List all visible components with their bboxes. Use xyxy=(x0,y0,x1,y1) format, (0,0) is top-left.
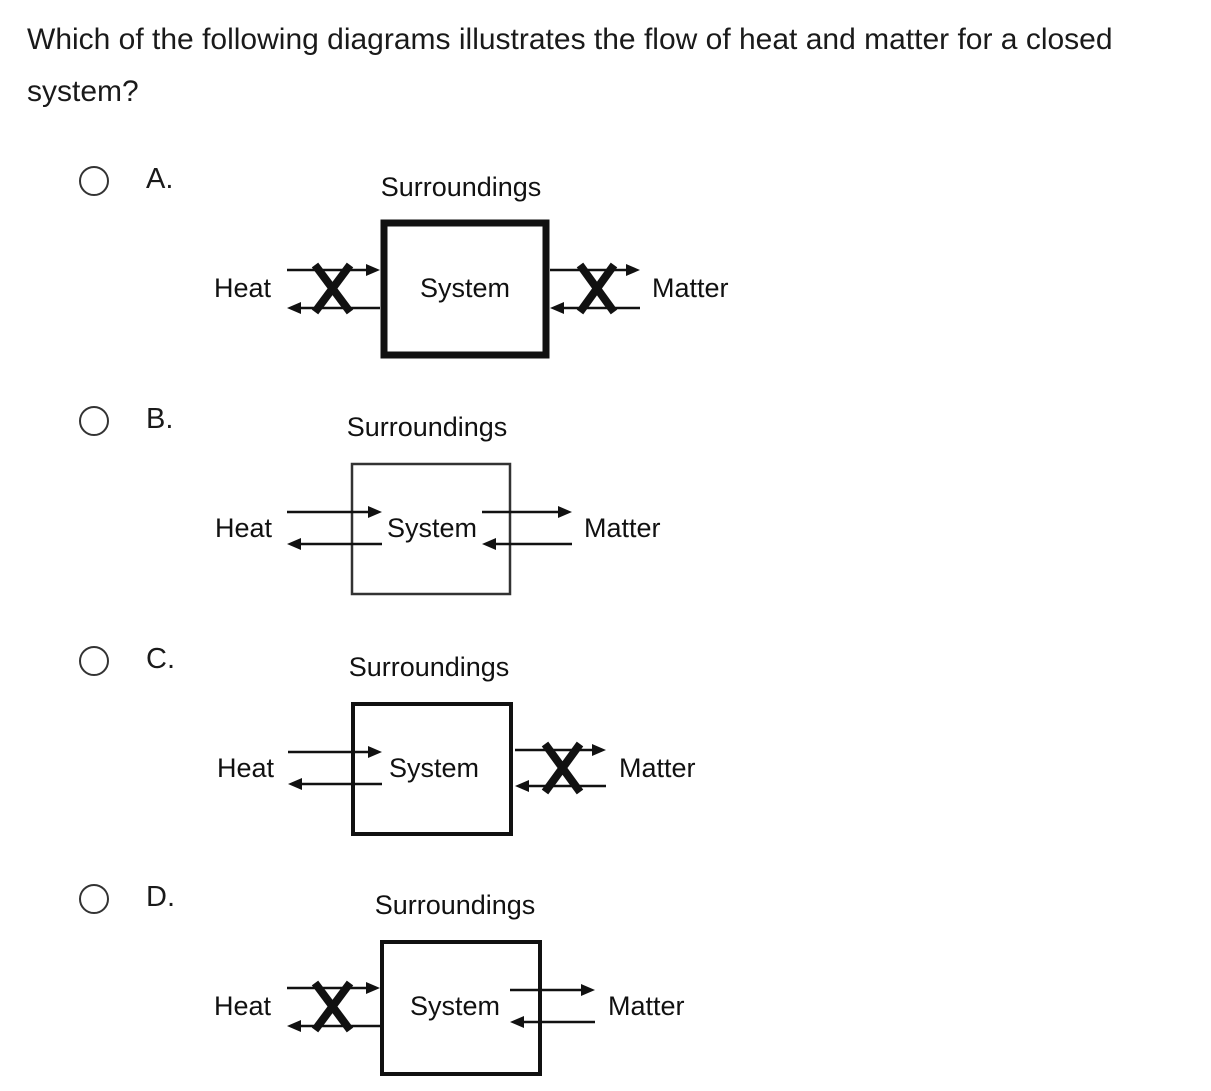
matter-label: Matter xyxy=(619,753,696,783)
matter-label: Matter xyxy=(584,513,661,543)
option-label-b: B. xyxy=(146,403,174,435)
matter-label: Matter xyxy=(652,273,729,303)
option-label-a: A. xyxy=(146,163,174,195)
radio-button-a[interactable] xyxy=(79,166,109,196)
matter-arrows xyxy=(510,984,595,1028)
matter-arrows xyxy=(515,744,606,792)
surroundings-label: Surroundings xyxy=(381,172,542,202)
heat-label: Heat xyxy=(214,273,272,303)
heat-label: Heat xyxy=(214,991,272,1021)
surroundings-label: Surroundings xyxy=(375,890,536,920)
heat-blocked-x xyxy=(311,980,354,1033)
surroundings-label: Surroundings xyxy=(347,412,508,442)
heat-arrows xyxy=(287,264,380,314)
heat-blocked-x xyxy=(311,262,354,315)
matter-arrows xyxy=(550,264,640,314)
system-label: System xyxy=(389,753,479,783)
heat-label: Heat xyxy=(215,513,273,543)
matter-arrows xyxy=(482,506,572,550)
heat-arrows xyxy=(287,506,382,550)
matter-label: Matter xyxy=(608,991,685,1021)
system-label: System xyxy=(387,513,477,543)
heat-arrows xyxy=(287,982,380,1032)
diagram-b: Surroundings System Heat Matter xyxy=(215,412,661,596)
question-text: Which of the following diagrams illustra… xyxy=(27,23,1113,108)
option-d[interactable]: D. Surroundings System Heat Matter xyxy=(0,718,1211,1076)
system-box xyxy=(380,940,542,1076)
radio-button-c[interactable] xyxy=(79,646,109,676)
diagram-a: Surroundings System Heat Matter xyxy=(214,172,729,359)
option-label-d: D. xyxy=(146,881,175,913)
heat-label: Heat xyxy=(217,753,275,783)
option-b[interactable]: B. Surroundings System Heat Matter xyxy=(0,240,1211,596)
matter-blocked-x xyxy=(576,262,618,315)
system-box xyxy=(350,462,512,596)
system-box xyxy=(380,219,550,359)
option-label-c: C. xyxy=(146,643,175,675)
radio-button-d[interactable] xyxy=(79,884,109,914)
diagram-c: Surroundings System Heat Matter xyxy=(217,652,696,836)
system-box xyxy=(351,702,513,836)
diagram-d: Surroundings System Heat Matter xyxy=(214,890,685,1076)
surroundings-label: Surroundings xyxy=(349,652,510,682)
heat-arrows xyxy=(288,746,382,790)
option-a[interactable]: A. Surroundings System Heat Matter xyxy=(0,0,1211,359)
option-c[interactable]: C. Surroundings System Heat Matter xyxy=(0,480,1211,836)
system-label: System xyxy=(420,273,510,303)
system-label: System xyxy=(410,991,500,1021)
radio-button-b[interactable] xyxy=(79,406,109,436)
matter-blocked-x xyxy=(541,741,584,795)
